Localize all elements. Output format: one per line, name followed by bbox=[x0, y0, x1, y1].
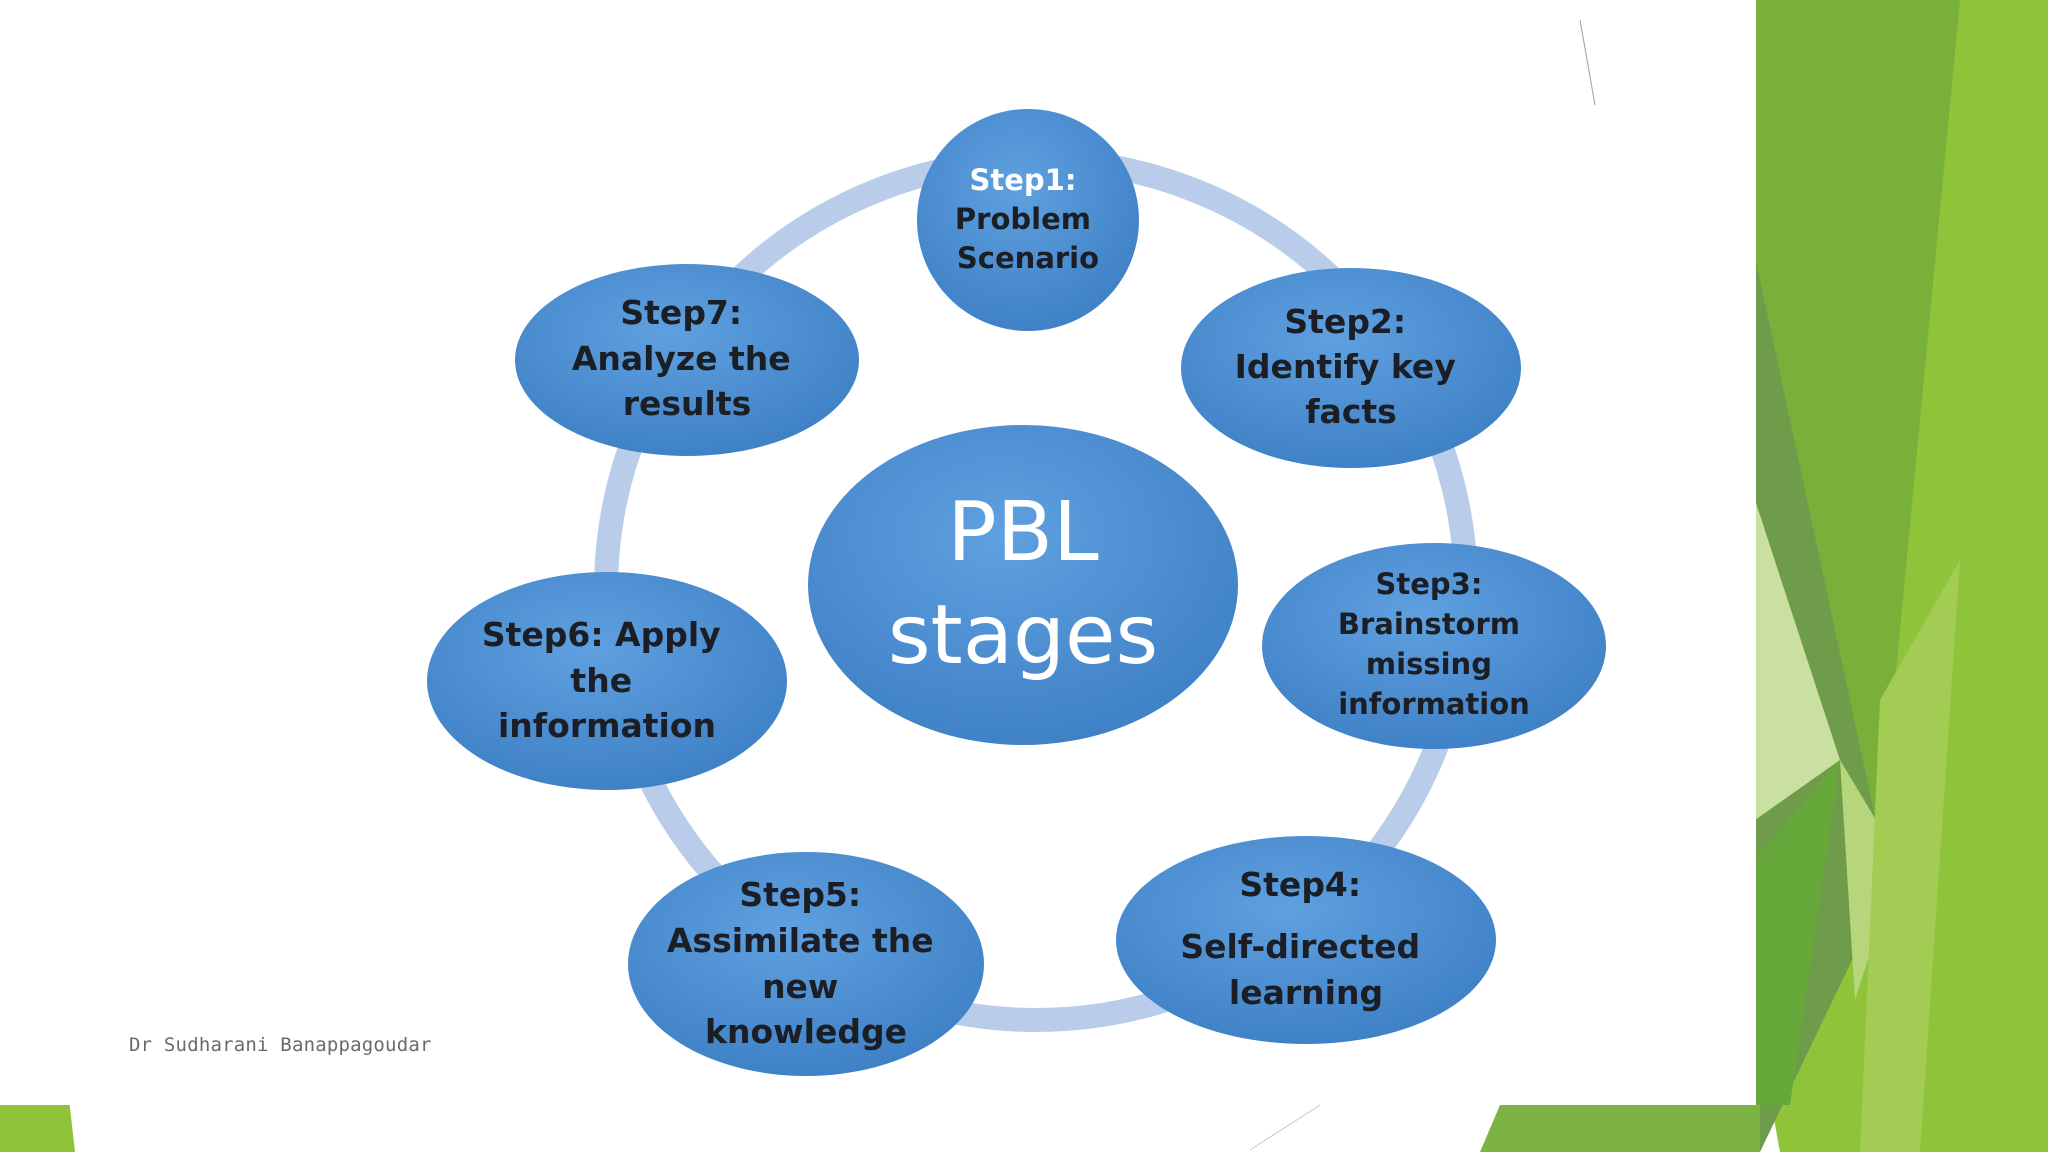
step7-heading: Step7: bbox=[620, 293, 742, 332]
step2-line3: facts bbox=[1305, 392, 1397, 431]
step1-line2: Problem bbox=[955, 202, 1091, 236]
center-node: PBL stages bbox=[808, 425, 1238, 745]
step7-line3: results bbox=[623, 384, 752, 423]
svg-text:Step2: Identify key: Step2: Identify key facts bbox=[1235, 302, 1468, 431]
step6-line3: information bbox=[498, 706, 716, 745]
svg-text:Step4: Self-directed: Step4: Self-directed learning bbox=[1180, 865, 1431, 1012]
step1-heading: Step1: bbox=[969, 163, 1076, 197]
step-node-4: Step4: Self-directed learning bbox=[1116, 836, 1496, 1044]
step-node-3: Step3: Brainstorm missing information bbox=[1262, 543, 1606, 749]
svg-text:Step7: Analyze the: Step7: Analyze the results bbox=[572, 293, 802, 423]
svg-text:Step3: Brainstorm: Step3: Brainstorm missing information bbox=[1338, 567, 1530, 721]
step6-line2: the bbox=[570, 661, 632, 700]
step-node-7: Step7: Analyze the results bbox=[515, 264, 859, 456]
svg-text:Step6: Apply the i: Step6: Apply the information bbox=[482, 615, 732, 745]
step5-line2: Assimilate the bbox=[667, 921, 934, 960]
step6-heading: Step6: Apply bbox=[482, 615, 721, 654]
step4-line2: Self-directed bbox=[1180, 927, 1420, 966]
step3-line2: Brainstorm bbox=[1338, 607, 1520, 641]
step-node-6: Step6: Apply the information bbox=[427, 572, 787, 790]
step2-heading: Step2: bbox=[1284, 302, 1406, 341]
step5-line3: new bbox=[762, 967, 838, 1006]
step3-line3: missing bbox=[1366, 647, 1492, 681]
step3-line4: information bbox=[1338, 687, 1530, 721]
step7-line2: Analyze the bbox=[572, 339, 791, 378]
step1-line3: Scenario bbox=[957, 241, 1099, 275]
step5-line4: knowledge bbox=[705, 1012, 907, 1051]
step-node-1: Step1: Problem Scenario bbox=[917, 109, 1139, 331]
footer-author: Dr Sudharani Banappagoudar bbox=[129, 1034, 432, 1056]
svg-text:Step1: Problem Sce: Step1: Problem Scenario bbox=[955, 163, 1101, 275]
step4-line3: learning bbox=[1229, 973, 1383, 1012]
step2-line2: Identify key bbox=[1235, 347, 1456, 386]
center-title-line1: PBL bbox=[947, 485, 1099, 580]
step5-heading: Step5: bbox=[739, 875, 861, 914]
step-node-5: Step5: Assimilate the new knowledge bbox=[628, 852, 984, 1076]
step-node-2: Step2: Identify key facts bbox=[1181, 268, 1521, 468]
center-title-line2: stages bbox=[888, 588, 1158, 683]
step3-heading: Step3: bbox=[1375, 567, 1482, 601]
step4-heading: Step4: bbox=[1239, 865, 1361, 904]
svg-text:Step5: Assimilate the: Step5: Assimilate the new knowledge bbox=[667, 875, 945, 1051]
